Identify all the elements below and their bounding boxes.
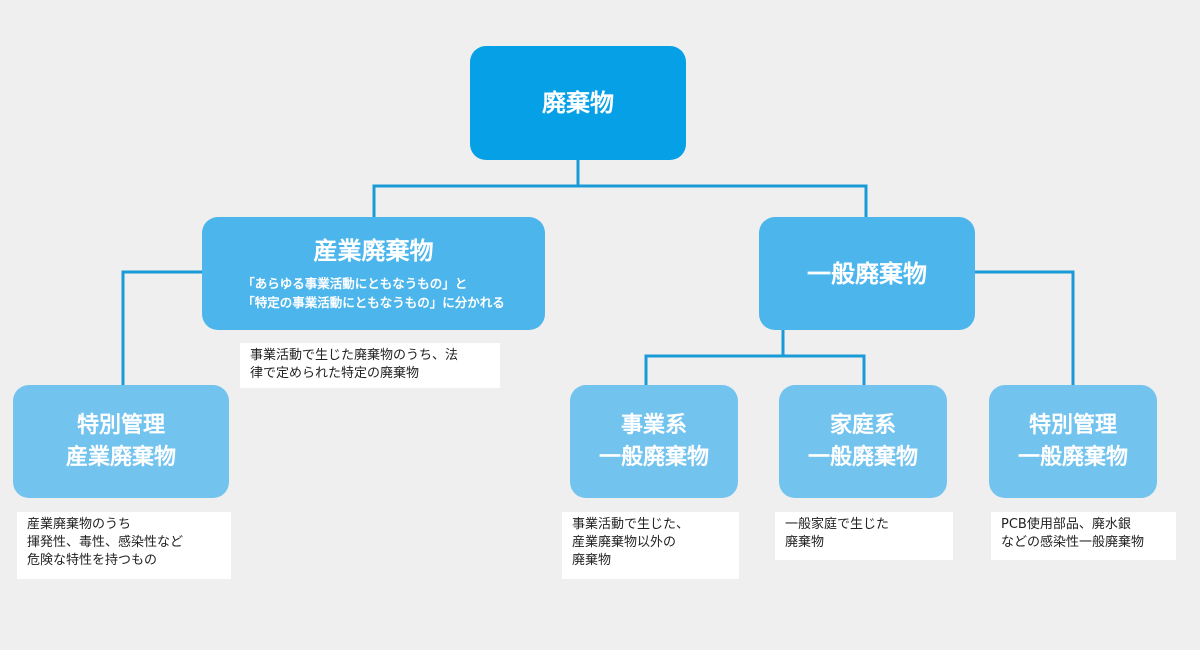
industrial-waste-title: 産業廃棄物 [313, 236, 434, 265]
box-title-line: 家庭系 [829, 412, 896, 438]
box-title-line: 一般廃棄物 [598, 444, 709, 470]
special-industrial-waste-note: 産業廃棄物のうち 揮発性、毒性、感染性など 危険な特性を持つもの [17, 512, 231, 579]
box-title-line: 一般廃棄物 [807, 444, 918, 470]
box-title-line: 産業廃棄物 [65, 444, 176, 470]
household-general-waste-note: 一般家庭で生じた 廃棄物 [775, 512, 953, 560]
note-line: などの感染性一般廃棄物 [1001, 535, 1145, 550]
note-line: 産業廃棄物以外の [572, 535, 677, 550]
special-industrial-waste-box: 特別管理 産業廃棄物 [13, 385, 229, 498]
note-line: 産業廃棄物のうち [27, 517, 132, 532]
note-line: 揮発性、毒性、感染性など [27, 535, 184, 550]
industrial-desc-line: 「特定の事業活動にともなうもの」に分かれる [242, 294, 505, 310]
general-waste-box: 一般廃棄物 [759, 217, 975, 330]
special-general-waste-box: 特別管理 一般廃棄物 [989, 385, 1157, 498]
note-line: 事業活動で生じた、 [572, 517, 690, 532]
box-title-line: 特別管理 [1028, 412, 1117, 438]
general-waste-title: 一般廃棄物 [807, 259, 927, 288]
business-general-waste-box: 事業系 一般廃棄物 [570, 385, 738, 498]
note-line: 危険な特性を持つもの [27, 553, 158, 568]
note-line: 一般家庭で生じた [785, 517, 890, 532]
box-title-line: 事業系 [620, 412, 687, 438]
note-line: PCB使用部品、廃水銀 [1001, 517, 1131, 532]
note-line: 律で定められた特定の廃棄物 [250, 366, 420, 381]
special-general-waste-note: PCB使用部品、廃水銀 などの感染性一般廃棄物 [991, 512, 1176, 560]
business-general-waste-note: 事業活動で生じた、 産業廃棄物以外の 廃棄物 [562, 512, 739, 579]
box-title-line: 特別管理 [76, 412, 165, 438]
industrial-waste-note: 事業活動で生じた廃棄物のうち、法 律で定められた特定の廃棄物 [240, 343, 500, 388]
waste-root-box: 廃棄物 [470, 46, 686, 160]
note-line: 事業活動で生じた廃棄物のうち、法 [250, 348, 459, 363]
box-title-line: 一般廃棄物 [1017, 444, 1128, 470]
waste-root-title: 廃棄物 [542, 89, 614, 117]
note-line: 廃棄物 [572, 553, 612, 568]
industrial-desc-line: 「あらゆる事業活動にともなうもの」と [242, 275, 468, 291]
industrial-waste-box: 産業廃棄物 「あらゆる事業活動にともなうもの」と 「特定の事業活動にともなうもの… [202, 217, 545, 330]
household-general-waste-box: 家庭系 一般廃棄物 [779, 385, 947, 498]
industrial-waste-description: 「あらゆる事業活動にともなうもの」と 「特定の事業活動にともなうもの」に分かれる [242, 274, 505, 312]
note-line: 廃棄物 [785, 535, 825, 550]
